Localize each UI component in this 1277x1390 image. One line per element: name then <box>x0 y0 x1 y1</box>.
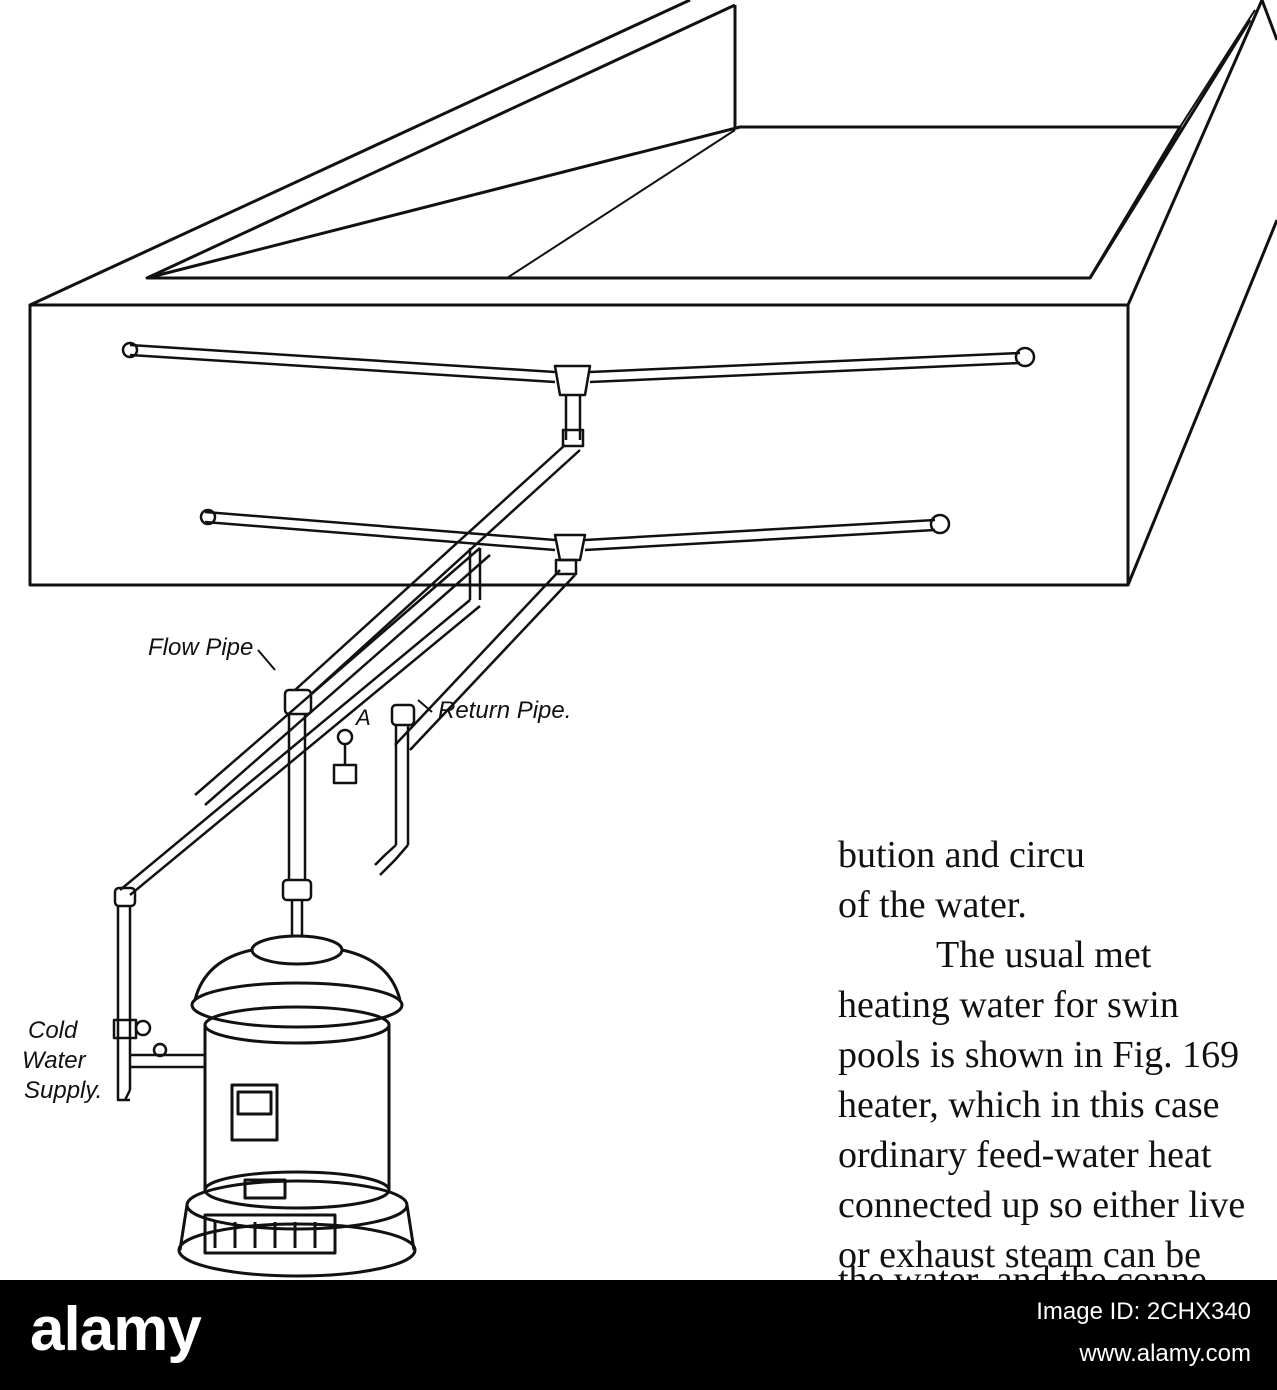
swimming-pool-heater-illustration: Flow Pipe Return Pipe. A Cold Water Supp… <box>22 0 1277 1278</box>
cold-water-label-line-1: Cold <box>28 1017 78 1044</box>
feed-water-heater <box>177 934 417 1278</box>
upper-distribution-pipe <box>121 341 1036 448</box>
return-pipe-label: Return Pipe. <box>438 697 571 724</box>
text-line: ordinary feed-water heat <box>838 1134 1212 1176</box>
lower-distribution-pipe <box>199 508 951 576</box>
text-line: or exhaust steam can be <box>838 1234 1201 1276</box>
return-pipe <box>332 703 416 876</box>
flow-pipe <box>281 688 313 935</box>
watermark-logo: alamy <box>30 1294 202 1365</box>
text-line: pools is shown in Fig. 169 <box>838 1034 1240 1076</box>
scanned-page: Flow Pipe Return Pipe. A Cold Water Supp… <box>22 0 1277 1326</box>
flow-pipe-label: Flow Pipe <box>148 634 253 661</box>
watermark-bar: alamy Image ID: 2CHX340 www.alamy.com <box>0 1280 1277 1390</box>
text-line: connected up so either live <box>838 1184 1246 1226</box>
text-line-clipped: the water, and the conne <box>838 1259 1207 1280</box>
text-line: heater, which in this case <box>838 1084 1220 1126</box>
cold-water-label-line-2: Water <box>22 1047 87 1074</box>
text-line: heating water for swin <box>838 984 1179 1026</box>
text-line: of the water. <box>838 884 1027 926</box>
text-line: The usual met <box>936 934 1152 976</box>
cold-water-label-line-3: Supply. <box>24 1077 102 1104</box>
pool-tank <box>28 0 1277 587</box>
watermark-url: www.alamy.com <box>1079 1340 1251 1367</box>
watermark-image-id: Image ID: 2CHX340 <box>1036 1298 1251 1325</box>
cold-water-supply-pipe <box>112 886 205 1102</box>
valve-a-label: A <box>354 705 371 730</box>
watermark-logo-text: alamy <box>30 1295 202 1364</box>
text-line: bution and circu <box>838 834 1085 876</box>
diagonal-pipes <box>119 444 581 896</box>
